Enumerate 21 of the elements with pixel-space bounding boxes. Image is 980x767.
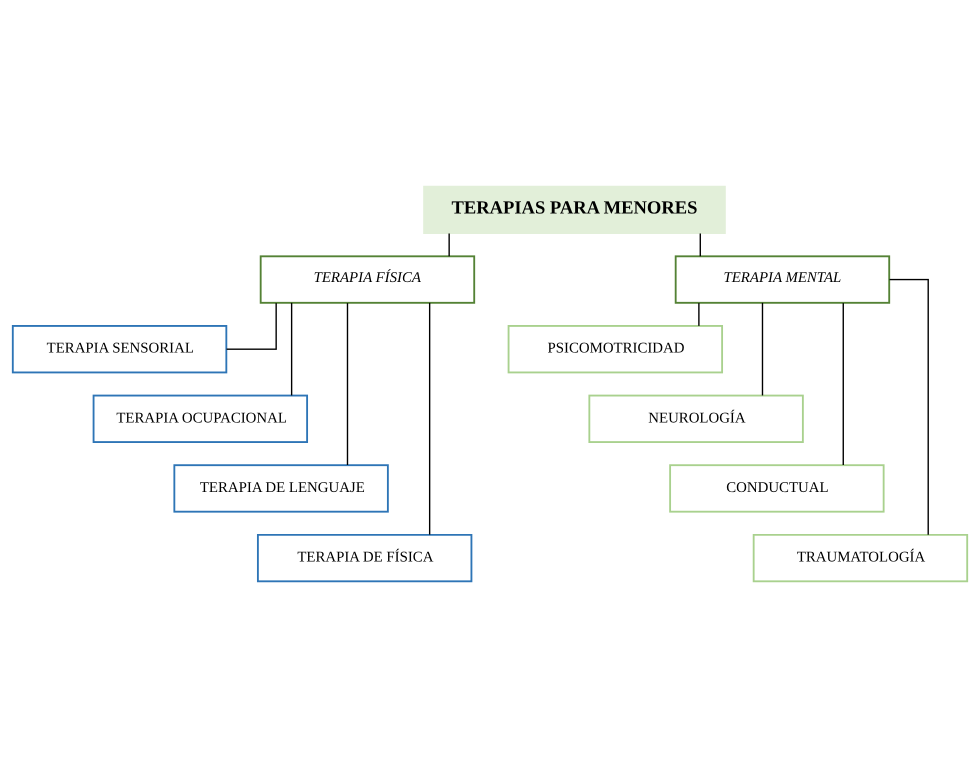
connector (842, 302, 844, 464)
node-box: TRAUMATOLOGÍA (752, 533, 968, 582)
node-box: TERAPIA MENTAL (674, 254, 890, 304)
node-box: TERAPIA DE FÍSICA (256, 533, 472, 582)
connector (290, 302, 292, 395)
connector (448, 233, 450, 256)
connector (226, 302, 277, 350)
node-box: TERAPIA OCUPACIONAL (92, 394, 308, 442)
connector (346, 302, 348, 464)
node-box: TERAPIA SENSORIAL (12, 324, 228, 373)
connector (700, 233, 701, 256)
connector (698, 302, 700, 326)
node-box: TERAPIA DE LENGUAJE (173, 464, 389, 512)
node-box: PSICOMOTRICIDAD (508, 324, 724, 373)
node-box: NEUROLOGÍA (588, 394, 804, 442)
connector (428, 302, 430, 534)
connector (762, 302, 764, 395)
node-box: TERAPIA FÍSICA (260, 254, 476, 304)
node-box: CONDUCTUAL (669, 464, 885, 512)
node-box: TERAPIAS PARA MENORES (423, 185, 726, 234)
connector (890, 278, 929, 534)
